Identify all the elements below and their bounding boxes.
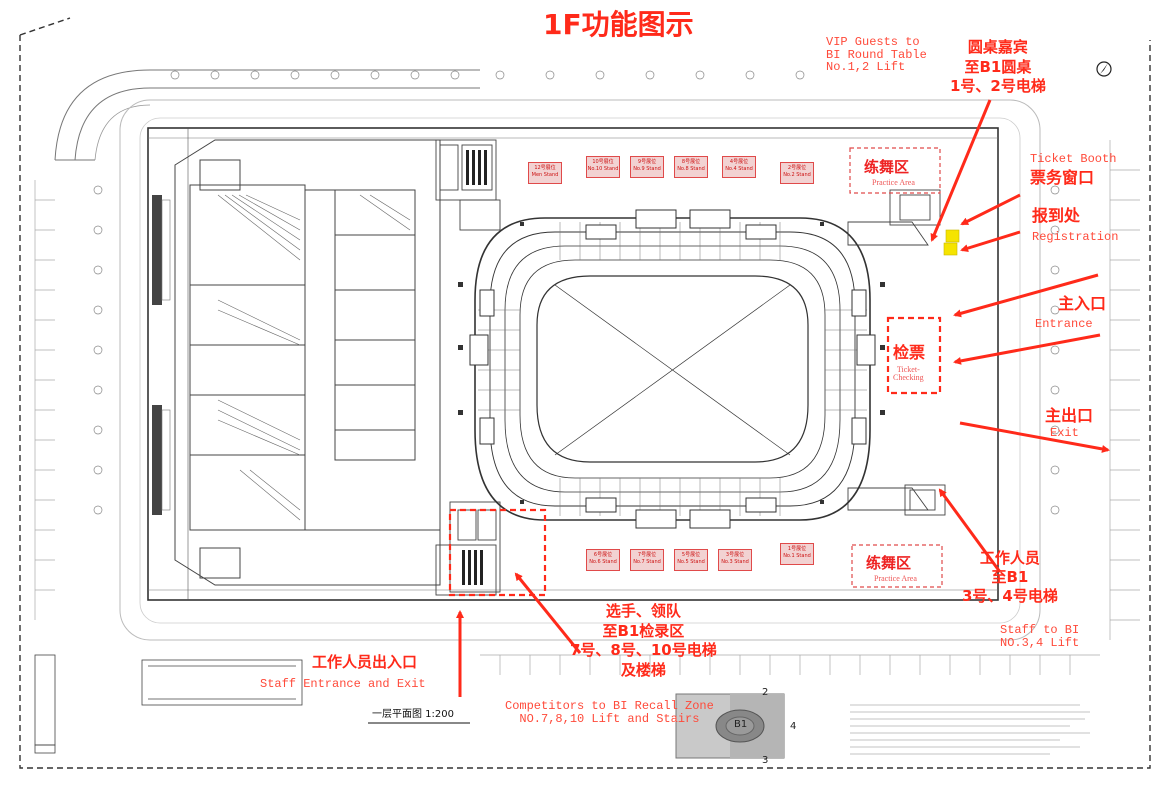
drawing-notes [850, 704, 1090, 755]
b1-inset-number-3: 3 [762, 755, 769, 766]
left-wing [174, 139, 441, 586]
staff-exit-label-en: Staff Entrance and Exit [260, 677, 426, 691]
map-title: 1F功能图示 [543, 8, 694, 41]
b1-inset-label: B1 [734, 719, 748, 730]
building-outline [147, 127, 999, 601]
structural-columns [458, 222, 885, 504]
parking-bottom [480, 654, 1100, 675]
grid-markers-left [93, 185, 103, 515]
arena [474, 217, 871, 521]
vip-label-cn: 圆桌嘉宾 至B1圆桌 1号、2号电梯 [950, 38, 1046, 95]
registration-label-en: Registration [1032, 230, 1119, 244]
entrance-arrow-2 [953, 333, 1101, 365]
competitors-label-cn: 选手、领队 至B1检录区 7号、8号、10号电梯 及楼梯 [570, 602, 717, 679]
parking-right [1109, 140, 1140, 640]
vip-label-en: VIP Guests to BI Round Table No.1,2 Lift [826, 35, 927, 75]
core-right-lower [847, 484, 946, 516]
vip-arrow [930, 99, 992, 242]
grid-markers-right [1050, 185, 1060, 515]
ticket-check-label-cn: 检票 [893, 343, 926, 362]
staff-b1-arrow [938, 488, 1002, 573]
stairs-shading [462, 150, 487, 585]
seating-rakes-left [217, 194, 411, 521]
core-upper [435, 139, 501, 231]
ticket-booth-marker [945, 229, 960, 243]
registration-label-cn: 报到处 [1032, 206, 1081, 225]
ticket-check-box [886, 316, 942, 395]
staff-b1-label-en: Staff to BI NO.3,4 Lift [1000, 623, 1080, 650]
registration-arrow [960, 230, 1021, 253]
scale-label: 一层平面图 1:200 [372, 709, 454, 720]
entrance-label-cn: 主入口 [1058, 294, 1107, 313]
outbuilding [34, 654, 303, 754]
site-boundary [19, 17, 1151, 769]
b1-inset-number-2: 2 [762, 687, 769, 698]
vomitories [469, 209, 876, 529]
competitors-arrow [514, 572, 582, 654]
b1-inset [675, 693, 785, 759]
ticket-booth-label-cn: 票务窗口 [1030, 168, 1095, 187]
ticket-booth-label-en: Ticket Booth [1030, 152, 1117, 166]
seating-hatch [478, 222, 867, 516]
exit-label-cn: 主出口 [1045, 406, 1094, 425]
entry-ramp [54, 69, 480, 161]
practice-area-bottom-label-en: Practice Area [874, 574, 917, 583]
grid-markers-top [170, 70, 805, 80]
ticket-check-label-en: Ticket- Checking [893, 365, 924, 383]
practice-area-bottom-label: 练舞区 [866, 554, 912, 572]
site-road [119, 99, 1041, 641]
staff-exit-label-cn: 工作人员出入口 [312, 653, 418, 671]
competitors-label-en: Competitors to BI Recall Zone NO.7,8,10 … [505, 699, 714, 726]
b1-inset-number-4: 4 [790, 721, 797, 732]
core-right-upper [847, 189, 941, 246]
north-compass-icon [1096, 61, 1112, 77]
exit-arrow [959, 421, 1110, 453]
direction-arrows [456, 99, 1110, 697]
entrance-label-en: Entrance [1035, 317, 1093, 331]
staff-b1-label-cn: 工作人员 至B1 3号、4号电梯 [962, 549, 1058, 605]
practice-area-bottom-box [851, 544, 943, 588]
practice-area-top-label: 练舞区 [864, 158, 910, 176]
practice-area-top-label-en: Practice Area [872, 178, 915, 187]
registration-marker [943, 242, 958, 256]
parking-left [34, 180, 55, 620]
entrance-arrow-1 [953, 273, 1099, 318]
ticket-booth-arrow [960, 193, 1021, 226]
practice-area-top-box [849, 147, 941, 194]
exit-label-en: Exit [1050, 426, 1079, 440]
